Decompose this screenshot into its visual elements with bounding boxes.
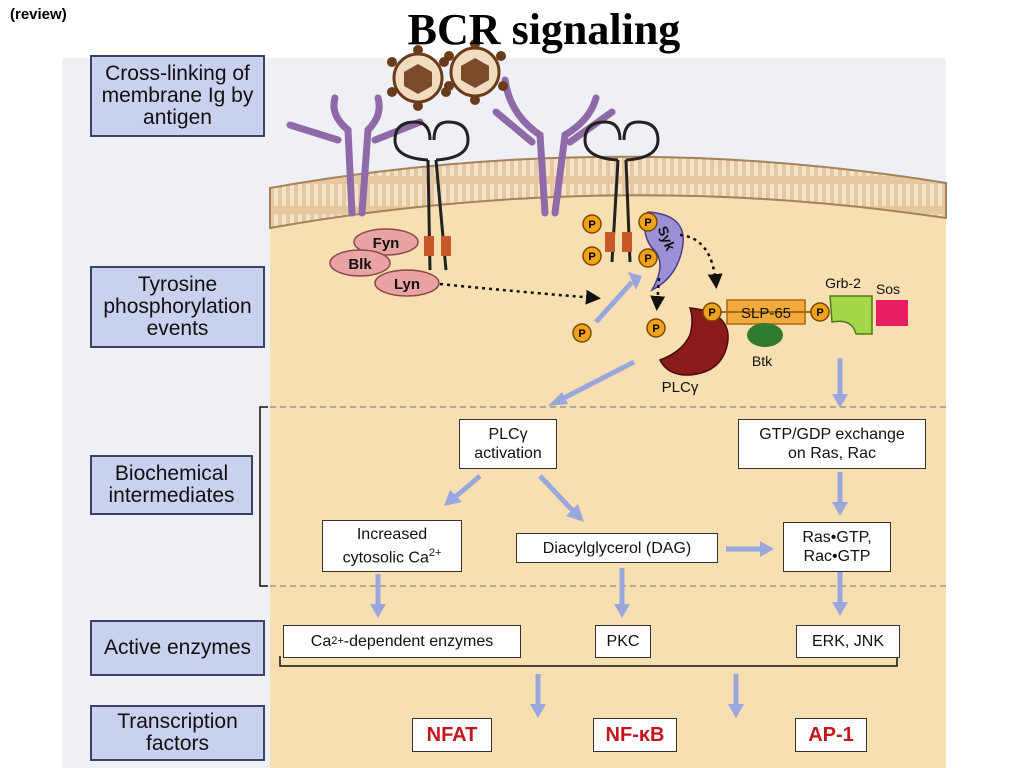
calcium-text: cytosolic Ca: [342, 549, 429, 567]
syk-to-plc-arrow: [650, 277, 666, 311]
stage-active-enzymes: Active enzymes: [90, 620, 265, 676]
phospho-3: [582, 246, 602, 266]
ca-enzymes-pre: Ca: [310, 633, 332, 650]
ap1-box: AP-1: [795, 718, 867, 752]
phospho-6-label: P: [652, 323, 659, 335]
nfkb-box: NF-κB: [593, 718, 677, 752]
plcg-label: PLCγ: [662, 379, 699, 396]
ca-enzymes-sup: 2+: [331, 635, 344, 647]
phospho-2-label: P: [644, 217, 651, 229]
slp65-label: SLP-65: [741, 305, 791, 322]
ras-gtp-line-2: Rac•GTP: [803, 548, 871, 565]
stage-tyrosine-phosphorylation: Tyrosine phosphorylation events: [90, 266, 265, 348]
phospho-1-label: P: [588, 219, 595, 231]
calcium-line-1: Increased: [356, 525, 428, 543]
stage-crosslinking: Cross-linking of membrane Ig by antigen: [90, 55, 265, 137]
calcium-line-2: cytosolic Ca2+: [343, 544, 442, 567]
gtp-exchange-line-1: GTP/GDP exchange: [759, 426, 905, 443]
ca-enzymes-post: -dependent enzymes: [343, 633, 494, 650]
intermediates-bracket: [259, 406, 268, 587]
btk-kinase: [747, 323, 783, 347]
enzymes-bracket: [279, 656, 898, 667]
phospho-3-label: P: [588, 251, 595, 263]
antigen-right: [444, 39, 508, 105]
lyn-kinase: [374, 269, 440, 297]
syk-to-slp65-arrow: [679, 233, 723, 289]
cell-membrane: [269, 155, 947, 230]
phospho-4-label: P: [644, 253, 651, 265]
review-tag: (review): [10, 6, 67, 23]
stage-biochemical-intermediates: Biochemical intermediates: [90, 455, 253, 515]
sos-label: Sos: [876, 281, 900, 297]
plcg-activation-box: PLCγ activation: [459, 419, 557, 469]
phospho-7-label: P: [708, 307, 715, 319]
phospho-5-label: P: [578, 328, 585, 340]
phospho-4: [638, 248, 658, 268]
gtp-exchange-box: GTP/GDP exchange on Ras, Rac: [738, 419, 926, 469]
grb2-adaptor: [829, 295, 873, 335]
pkc-box: PKC: [595, 625, 651, 658]
stage-transcription-factors: Transcription factors: [90, 705, 265, 761]
phospho-7: [702, 302, 722, 322]
calcium-sup: 2+: [428, 546, 442, 559]
phospho-6: [646, 318, 666, 338]
erk-jnk-box: ERK, JNK: [796, 625, 900, 658]
fyn-label: Fyn: [373, 235, 400, 252]
gtp-exchange-line-2: on Ras, Rac: [787, 445, 877, 462]
lyn-to-syk-arrow: [439, 282, 601, 305]
ras-gtp-box: Ras•GTP, Rac•GTP: [783, 522, 891, 572]
sos-protein: [876, 300, 908, 326]
process-arrows: [370, 272, 848, 718]
fyn-kinase: [353, 228, 419, 256]
phospho-8-label: P: [816, 307, 823, 319]
blk-kinase: [329, 249, 391, 277]
calcium-box: Increased cytosolic Ca2+: [322, 520, 462, 572]
phospho-8: [810, 302, 830, 322]
antigen-left: [387, 45, 451, 111]
phospho-2: [638, 212, 658, 232]
phospho-1: [582, 214, 602, 234]
plcg-activation-line-2: activation: [474, 445, 542, 462]
lyn-label: Lyn: [394, 276, 420, 293]
phospho-5: [572, 323, 592, 343]
syk-kinase: [644, 211, 684, 292]
phospho-group: P P P P P P P P: [572, 212, 830, 343]
dag-box: Diacylglycerol (DAG): [516, 533, 718, 563]
page-title: BCR signaling: [407, 5, 681, 54]
ras-gtp-line-1: Ras•GTP,: [802, 529, 872, 546]
plcg-activation-line-1: PLCγ: [488, 426, 528, 443]
nfat-box: NFAT: [412, 718, 492, 752]
plcg-enzyme: [658, 307, 729, 376]
btk-label: Btk: [752, 353, 773, 369]
blk-label: Blk: [348, 256, 372, 273]
grb2-label: Grb-2: [825, 275, 861, 291]
